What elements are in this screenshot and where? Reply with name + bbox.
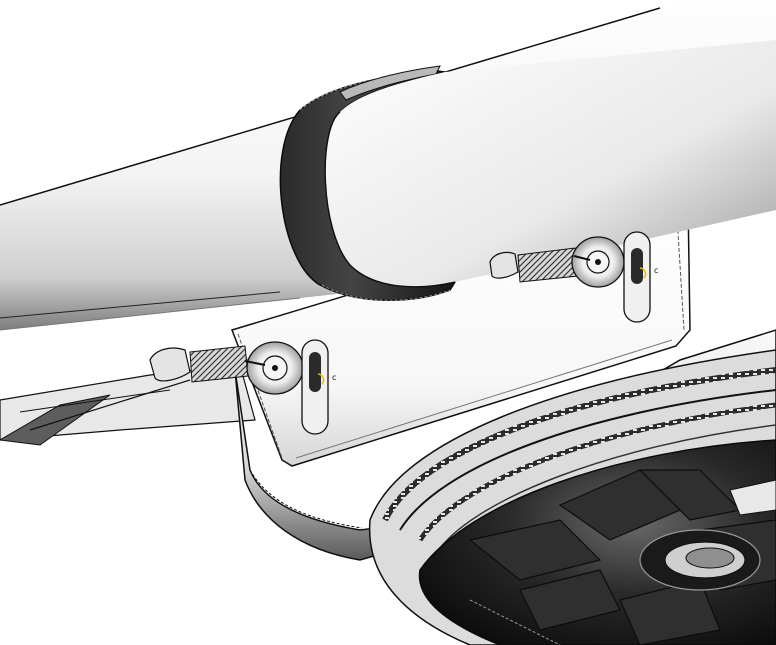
fastener-right: c: [489, 231, 658, 323]
axis-tick: c: [332, 373, 336, 382]
fastener-left: c: [149, 339, 336, 435]
axis-tick: c: [654, 266, 658, 275]
clamp-band: [279, 40, 776, 301]
hub-assembly: [368, 349, 776, 645]
lower-bracket: [0, 364, 256, 446]
